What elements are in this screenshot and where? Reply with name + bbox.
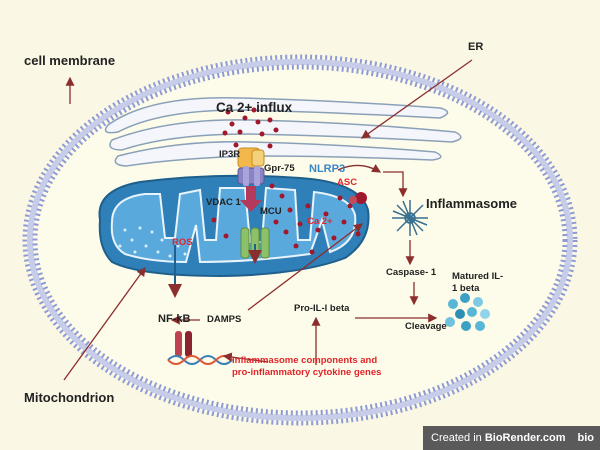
damps-label: DAMPS <box>207 314 242 325</box>
asc-label: ASC <box>337 177 358 188</box>
nlrp3-label: NLRP3 <box>309 163 346 175</box>
cell-membrane-label: cell membrane <box>24 53 116 68</box>
ros-label: ROS <box>172 237 193 248</box>
mito-channel-icon <box>240 227 270 264</box>
pathway-arrows <box>63 59 473 381</box>
cleavage-label: Cleavage <box>405 321 447 332</box>
genes-arrow <box>222 352 269 363</box>
vdac1-label: VDAC 1 <box>206 197 241 208</box>
ca2-mito-label: Ca 2+ <box>307 216 333 227</box>
ip3r-label: IP3R <box>219 149 241 160</box>
nlrp3-arrow <box>337 164 382 173</box>
to-inflammasome-arrow <box>383 171 408 198</box>
mitochondrion-label: Mitochondrion <box>24 390 115 405</box>
credit-text: Created in <box>431 432 482 444</box>
damps-inflammasome-arrow <box>247 223 364 311</box>
mitochondrion-label-arrow <box>63 266 146 381</box>
biorender-logo-icon: bio <box>577 432 595 444</box>
gpr75-label: Gpr-75 <box>264 163 295 174</box>
inflammasome-label: Inflammasome <box>426 196 518 211</box>
er-arrow <box>360 59 473 139</box>
mcu-channel-icon <box>240 186 262 212</box>
nfkb-icon <box>175 331 192 357</box>
caspase1-label: Caspase- 1 <box>386 267 437 278</box>
ip3r-channel-icon <box>237 147 265 169</box>
il1-beta-icon <box>445 293 490 331</box>
biorender-credit: Created in BioRender.com bio <box>423 426 600 450</box>
matured-il1-label: Matured IL-1 beta <box>452 271 504 294</box>
genes-label: Inflammasome components and pro-inflamma… <box>232 355 382 378</box>
er-label: ER <box>468 41 484 53</box>
nfkb-label: NF-kB <box>158 313 191 325</box>
ca-influx-label: Ca 2+ influx <box>216 100 293 115</box>
credit-brand: BioRender.com <box>484 432 566 444</box>
dna-icon <box>167 355 233 365</box>
mcu-label: MCU <box>260 206 282 217</box>
vdac-channel-icon <box>237 166 265 186</box>
mitochondrion-icon <box>98 174 370 278</box>
er-icon <box>104 96 462 167</box>
asc-icon <box>355 192 367 204</box>
pro-il1-label: Pro-IL-l beta <box>294 303 350 314</box>
inflammasome-icon <box>392 200 428 236</box>
calcium-ions <box>211 107 361 255</box>
